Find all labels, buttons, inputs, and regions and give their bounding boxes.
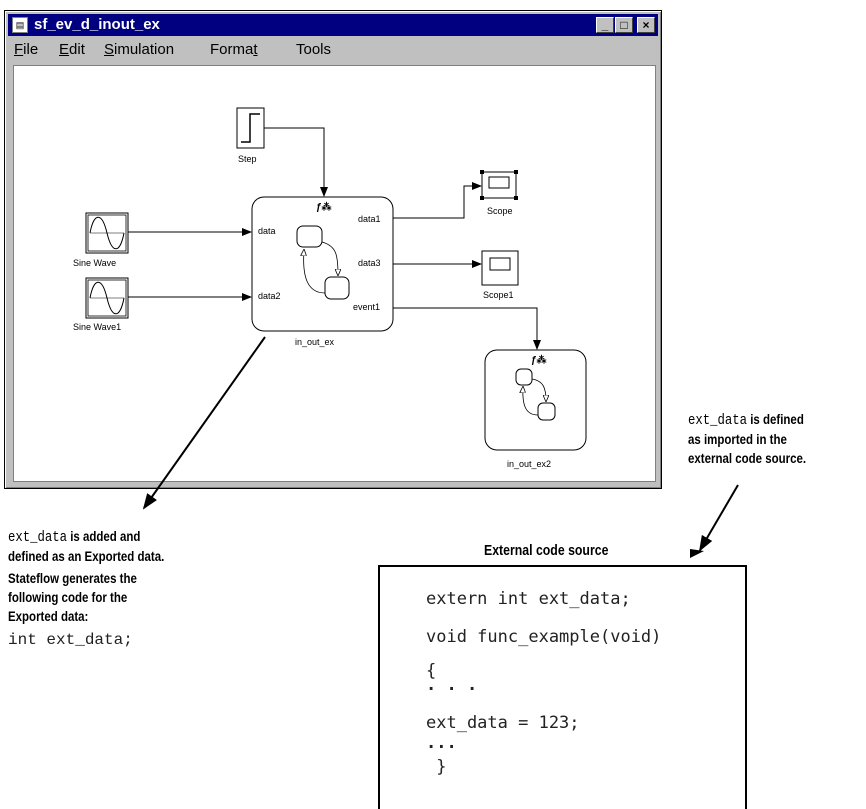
- annotation-exported: ext_data is added and defined as an Expo…: [8, 527, 164, 566]
- transition-arrow: [531, 378, 546, 401]
- selection-handle[interactable]: [514, 170, 518, 174]
- sine-wave-icon: [89, 216, 125, 250]
- menu-file-label: ile: [23, 41, 39, 58]
- simulink-window-icon[interactable]: ▤: [12, 17, 28, 33]
- annotation-text: data:: [57, 608, 89, 624]
- close-button[interactable]: ×: [637, 17, 655, 33]
- scope-block-label: Scope: [487, 206, 513, 216]
- sine-wave-block-inner: [87, 214, 127, 252]
- menu-file-mnemonic: F: [14, 41, 24, 58]
- annotation-emphasis: Exported: [84, 548, 135, 564]
- annotation-code-term: ext_data: [688, 412, 748, 429]
- step-icon: [241, 113, 260, 143]
- title-bar[interactable]: ▤ sf_ev_d_inout_ex _ □ ×: [8, 14, 658, 36]
- annotation-imported: ext_data is defined as imported in the e…: [688, 410, 806, 468]
- menu-simulation[interactable]: Simulation: [104, 41, 174, 58]
- sine-wave1-block-inner: [87, 279, 127, 317]
- transition-arrow: [523, 387, 539, 416]
- annotation-imported-line2: as imported in the: [688, 431, 787, 447]
- menu-edit-mnemonic: E: [59, 41, 70, 58]
- menu-format-label: Forma: [210, 41, 254, 58]
- output-port-data1: data1: [358, 214, 381, 224]
- generated-code-line: int ext_data;: [8, 631, 133, 649]
- signal-line-data1[interactable]: [393, 182, 482, 219]
- step-block[interactable]: Step: [236, 107, 265, 164]
- scope-block[interactable]: Scope: [480, 170, 518, 216]
- code-line-5: ext_data = 123;: [426, 713, 580, 733]
- code-line-4: . . .: [426, 675, 478, 695]
- step-block-label: Step: [238, 154, 257, 164]
- external-code-box: extern int ext_data; void func_example(v…: [378, 565, 747, 809]
- annotation-exported-line1: ext_data is added and: [8, 527, 164, 547]
- annotation-generated: Stateflow generates the following code f…: [8, 569, 137, 626]
- code-box-title-arrow-icon: [690, 549, 704, 558]
- stateflow-chart-icon: ƒ⁂: [531, 354, 547, 366]
- chart-block-in-out-ex[interactable]: ƒ⁂ data data2 data1 data3 event1 in_out_…: [251, 196, 394, 347]
- menu-format-mnemonic: t: [253, 41, 258, 58]
- annotation-text: is defined: [747, 411, 804, 427]
- window-title: sf_ev_d_inout_ex: [34, 16, 160, 33]
- code-line-2: void func_example(void): [426, 627, 662, 647]
- output-port-event1: event1: [353, 302, 380, 312]
- output-port-data3: data3: [358, 258, 381, 268]
- annotation-code-term: ext_data: [8, 529, 68, 546]
- state-icon: [324, 276, 350, 300]
- code-line-3: {: [426, 661, 437, 681]
- menu-file[interactable]: File: [14, 41, 38, 58]
- menu-simulation-label: imulation: [114, 41, 175, 58]
- chart2-block-label: in_out_ex2: [507, 459, 551, 469]
- annotation-generated-line3: Exported data:: [8, 607, 137, 626]
- transition-arrow: [321, 241, 338, 275]
- sine-wave1-block-label: Sine Wave1: [73, 322, 121, 332]
- chart2-block-frame: [484, 349, 587, 451]
- state-icon: [296, 225, 323, 248]
- menu-tools[interactable]: Tools: [296, 41, 332, 58]
- menu-format[interactable]: Format: [210, 41, 258, 58]
- sine-wave-icon: [89, 281, 125, 315]
- maximize-button[interactable]: □: [615, 17, 633, 33]
- annotation-text: data.: [134, 548, 165, 564]
- scope-screen-icon: [488, 176, 510, 189]
- signal-line-step[interactable]: [264, 127, 328, 197]
- annotation-exported-line2: defined as an Exported data.: [8, 547, 164, 566]
- annotation-text: defined as an: [8, 548, 85, 564]
- sine-wave-block[interactable]: Sine Wave: [73, 212, 129, 268]
- scope1-block[interactable]: Scope1: [481, 250, 519, 300]
- sine-wave-block-label: Sine Wave: [73, 258, 116, 268]
- transition-arrow: [304, 250, 326, 294]
- stateflow-chart-icon: ƒ⁂: [316, 201, 332, 213]
- sine-wave1-block[interactable]: Sine Wave1: [73, 277, 129, 332]
- annotation-imported-line1: ext_data is defined: [688, 410, 806, 430]
- menu-edit-label: dit: [69, 41, 85, 58]
- selection-handle[interactable]: [480, 170, 484, 174]
- chart-block-label: in_out_ex: [295, 337, 335, 347]
- input-port-data2: data2: [258, 291, 281, 301]
- code-box-title: External code source: [484, 542, 609, 559]
- state-icon: [537, 402, 556, 421]
- annotation-imported-line3: external code source.: [688, 450, 807, 466]
- scope-screen-icon: [489, 257, 511, 271]
- annotation-generated-line1: Stateflow generates the: [8, 570, 137, 586]
- code-line-6: ...: [426, 733, 457, 753]
- code-line-1: extern int ext_data;: [426, 589, 631, 609]
- minimize-button[interactable]: _: [596, 17, 614, 33]
- model-window: ▤ sf_ev_d_inout_ex _ □ × File Edit Simul…: [4, 10, 662, 489]
- code-line-7: }: [426, 757, 447, 777]
- menu-bar: File Edit Simulation Format Tools: [8, 38, 658, 62]
- chart-block-in-out-ex2[interactable]: ƒ⁂ in_out_ex2: [484, 349, 587, 469]
- signal-line-event1[interactable]: [393, 307, 541, 350]
- input-port-data: data: [258, 226, 276, 236]
- menu-edit[interactable]: Edit: [59, 41, 85, 58]
- annotation-generated-line2: following code for the: [8, 589, 128, 605]
- annotation-text: is added and: [67, 528, 141, 544]
- menu-simulation-mnemonic: S: [104, 41, 115, 58]
- selection-handle[interactable]: [480, 196, 484, 200]
- model-canvas[interactable]: Step Sine Wave Sine Wave1 ƒ⁂: [13, 65, 656, 482]
- title-arrow-shape: [690, 549, 704, 558]
- block-diagram: Step Sine Wave Sine Wave1 ƒ⁂: [73, 107, 587, 469]
- state-icon: [515, 368, 533, 386]
- scope1-block-label: Scope1: [483, 290, 514, 300]
- selection-handle[interactable]: [514, 196, 518, 200]
- annotation-emphasis: Exported: [8, 608, 58, 624]
